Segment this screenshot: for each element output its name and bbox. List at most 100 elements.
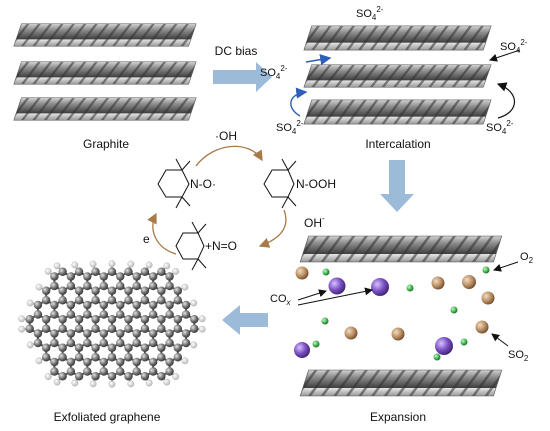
hydrogen-atom: [181, 283, 189, 291]
carbon-atom: [66, 281, 76, 291]
carbon-atom: [181, 300, 191, 310]
nitroxide-molecule: [157, 158, 191, 209]
hydrogen-atom: [44, 373, 52, 380]
carbon-atom: [41, 343, 51, 352]
carbon-atom: [50, 367, 59, 376]
cox-molecule: [328, 277, 346, 295]
piperidine-ring: [175, 232, 205, 260]
carbon-atom: [91, 267, 100, 276]
carbon-atom: [173, 296, 183, 305]
o2-molecule: [433, 353, 441, 361]
carbon-atom: [148, 357, 158, 367]
graphene-lattice: [18, 260, 206, 388]
hydrogen-atom: [190, 299, 198, 307]
cycle-arrow: [147, 212, 177, 255]
process-arrow-down: [380, 160, 414, 212]
intercalation-stack: [303, 25, 492, 125]
carbon-atom: [107, 324, 117, 333]
carbon-atom: [33, 310, 43, 319]
carbon-atom: [157, 286, 166, 295]
label-sulfate: SO42-: [486, 119, 514, 136]
carbon-atom: [50, 310, 59, 319]
o2-molecule: [321, 317, 329, 325]
carbon-atom: [83, 272, 92, 281]
hydrogen-atom: [53, 378, 61, 386]
carbon-atom: [107, 286, 117, 295]
carbon-atom: [50, 329, 59, 338]
pointer-arrow: [297, 289, 327, 301]
pointer-arrow: [493, 261, 519, 272]
label-exfoliated-graphene: Exfoliated graphene: [54, 410, 161, 424]
expansion-stack: [299, 235, 503, 397]
carbon-atom: [41, 315, 51, 324]
o2-molecule: [450, 306, 458, 314]
carbon-atom: [50, 272, 59, 281]
carbon-atom: [99, 281, 108, 291]
carbon-atom: [58, 267, 67, 276]
hydrogen-atom: [89, 260, 97, 268]
carbon-atom: [165, 310, 174, 319]
carbon-atom: [157, 372, 166, 381]
carbon-atom: [124, 286, 133, 295]
carbon-atom: [173, 324, 183, 333]
hydrogen-atom: [181, 357, 189, 365]
hydrogen-atom: [198, 315, 206, 323]
carbon-atom: [173, 315, 183, 324]
carbon-atom: [181, 310, 191, 319]
carbon-atom: [99, 338, 108, 348]
carbon-atom: [41, 286, 51, 295]
hydrogen-atom: [145, 261, 153, 269]
carbon-atom: [99, 367, 108, 376]
carbon-atom: [116, 367, 125, 376]
carbon-atom: [99, 272, 108, 281]
hydrogen-atom: [127, 380, 135, 388]
label-electron: e: [143, 232, 150, 246]
carbon-atom: [107, 343, 117, 352]
hydroxylamine-molecule: [263, 158, 297, 209]
carbon-atom: [83, 310, 92, 319]
cycle-arrow: [195, 145, 263, 167]
carbon-atom: [132, 329, 141, 338]
carbon-atom: [107, 296, 117, 305]
hydrogen-atom: [26, 341, 34, 349]
label-oxygen: O2: [520, 251, 534, 265]
carbon-atom: [74, 296, 84, 305]
carbon-atom: [74, 372, 84, 381]
carbon-atom: [91, 324, 100, 333]
o2-molecule: [322, 268, 330, 276]
hydrogen-atom: [172, 268, 180, 275]
graphene-sheet: [303, 64, 492, 88]
graphene-sheet: [13, 23, 197, 47]
label-oxoammonium: +N=O: [205, 239, 237, 253]
carbon-atom: [140, 372, 150, 381]
carbon-atom: [91, 315, 100, 324]
graphene-sheet: [299, 369, 503, 397]
carbon-atom: [116, 281, 125, 291]
carbon-atom: [66, 338, 76, 348]
carbon-atom: [157, 267, 166, 276]
carbon-atom: [181, 329, 191, 338]
carbon-atom: [99, 310, 108, 319]
piperidine-ring: [263, 169, 295, 198]
label-sulfate: SO42-: [260, 64, 288, 81]
carbon-atom: [99, 329, 108, 338]
carbon-atom: [140, 267, 150, 276]
carbon-atom: [91, 372, 100, 381]
hydrogen-atom: [53, 262, 61, 270]
carbon-atom: [165, 367, 174, 376]
carbon-atom: [74, 343, 84, 352]
carbon-atom: [83, 300, 92, 310]
label-hydroxide: OH-: [304, 214, 325, 230]
hydrogen-atom: [71, 261, 79, 269]
so2-molecule: [295, 266, 309, 280]
graphite-stack: [13, 23, 197, 121]
carbon-atom: [83, 281, 92, 291]
carbon-atom: [107, 267, 117, 276]
pointer-arrow: [489, 49, 521, 62]
carbon-atom: [140, 286, 150, 295]
carbon-atom: [181, 338, 191, 348]
carbon-atom: [58, 343, 67, 352]
carbon-atom: [173, 286, 183, 295]
carbon-atom: [66, 272, 76, 281]
carbon-atom: [190, 315, 199, 324]
